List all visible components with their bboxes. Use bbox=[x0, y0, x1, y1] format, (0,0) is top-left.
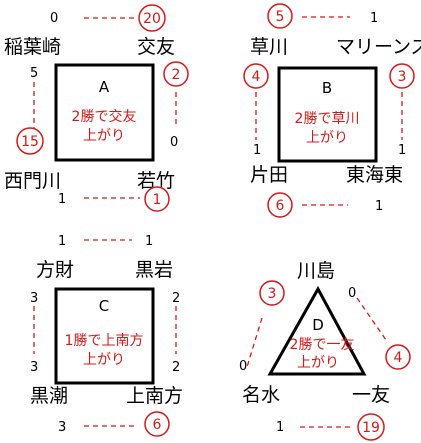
score: 1 bbox=[58, 234, 66, 249]
score: 3 bbox=[58, 420, 66, 435]
group-note-line2: 上がり bbox=[83, 128, 125, 144]
svg-text:3: 3 bbox=[398, 69, 407, 85]
team-name: 稲葉崎 bbox=[4, 36, 61, 58]
dashed-link bbox=[246, 317, 263, 368]
group-label: A bbox=[99, 78, 110, 96]
score: 1 bbox=[375, 199, 383, 214]
score: 0 bbox=[50, 11, 58, 26]
group-note-line2: 上がり bbox=[83, 352, 125, 368]
score: 5 bbox=[30, 66, 38, 81]
svg-text:4: 4 bbox=[394, 350, 403, 366]
team-name: 名水 bbox=[242, 384, 280, 406]
match-number-circle: 5 bbox=[267, 3, 293, 29]
score: 1 bbox=[58, 192, 66, 207]
match-number-circle: 4 bbox=[385, 344, 411, 370]
score: 3 bbox=[30, 360, 38, 375]
group-c-box bbox=[54, 287, 155, 385]
score: 1 bbox=[253, 143, 261, 158]
team-name: 西門川 bbox=[4, 170, 61, 192]
svg-text:15: 15 bbox=[21, 134, 39, 150]
team-name: 上南方 bbox=[126, 385, 183, 407]
team-name: 草川 bbox=[250, 36, 288, 58]
match-number-circle: 1 bbox=[144, 186, 170, 212]
score: 1 bbox=[398, 143, 406, 158]
team-name: 東海東 bbox=[346, 164, 403, 186]
group-a-box bbox=[54, 63, 155, 162]
match-number-circle: 4 bbox=[243, 63, 269, 89]
team-name: 黒潮 bbox=[30, 385, 68, 407]
match-number-circle: 3 bbox=[259, 280, 285, 306]
match-number-circle: 6 bbox=[267, 192, 293, 218]
team-name: 黒岩 bbox=[135, 259, 173, 281]
score: 0 bbox=[170, 135, 178, 150]
score: 2 bbox=[172, 291, 180, 306]
team-name: 一友 bbox=[352, 384, 390, 406]
svg-text:2: 2 bbox=[172, 67, 181, 83]
group-label: C bbox=[99, 297, 109, 315]
group-b: B 2勝で草川 上がり 草川 マリーンズ 東海東 片田 1 1 1 1 5 3 … bbox=[243, 3, 421, 218]
group-note-line2: 上がり bbox=[306, 130, 348, 146]
svg-text:3: 3 bbox=[268, 286, 277, 302]
group-note-line1: 2勝で草川 bbox=[295, 111, 360, 127]
group-b-box bbox=[277, 66, 378, 163]
match-number-circle: 19 bbox=[357, 413, 385, 441]
match-number-circle: 3 bbox=[389, 63, 415, 89]
svg-text:19: 19 bbox=[362, 420, 380, 436]
team-name: マリーンズ bbox=[336, 36, 421, 58]
dashed-link bbox=[356, 297, 387, 341]
score: 2 bbox=[172, 360, 180, 375]
svg-text:1: 1 bbox=[153, 192, 162, 208]
match-number-circle: 15 bbox=[16, 127, 44, 155]
group-d-triangle bbox=[267, 285, 367, 376]
group-c: C 1勝で上南方 上がり 方財 黒岩 上南方 黒潮 1 1 2 2 3 3 3 … bbox=[30, 234, 183, 437]
team-name: 川島 bbox=[297, 260, 335, 282]
group-a: A 2勝で交友 上がり 稲葉崎 交友 若竹 西門川 0 5 0 1 20 2 1… bbox=[4, 4, 189, 212]
group-d: D 2勝で一友 上がり 川島 名水 一友 0 0 1 3 4 19 bbox=[239, 260, 411, 441]
svg-text:6: 6 bbox=[153, 417, 162, 433]
svg-text:20: 20 bbox=[143, 11, 161, 27]
match-number-circle: 6 bbox=[144, 411, 170, 437]
group-note-line1: 2勝で一友 bbox=[290, 337, 355, 353]
score: 0 bbox=[239, 359, 247, 374]
match-number-circle: 2 bbox=[163, 61, 189, 87]
svg-text:5: 5 bbox=[276, 9, 285, 25]
team-name: 若竹 bbox=[137, 170, 175, 192]
svg-text:4: 4 bbox=[252, 69, 261, 85]
group-label: B bbox=[322, 79, 332, 97]
team-name: 方財 bbox=[36, 259, 74, 281]
team-name: 交友 bbox=[137, 36, 175, 58]
group-note-line1: 2勝で交友 bbox=[72, 108, 137, 125]
score: 1 bbox=[276, 420, 284, 435]
match-number-circle: 20 bbox=[138, 4, 166, 32]
group-note-line1: 1勝で上南方 bbox=[65, 333, 144, 349]
svg-text:6: 6 bbox=[276, 198, 285, 214]
score: 0 bbox=[348, 286, 356, 301]
team-name: 片田 bbox=[250, 164, 288, 186]
group-label: D bbox=[312, 316, 324, 334]
score: 1 bbox=[145, 234, 153, 249]
score: 3 bbox=[30, 291, 38, 306]
group-note-line2: 上がり bbox=[297, 355, 339, 371]
score: 1 bbox=[370, 11, 378, 26]
